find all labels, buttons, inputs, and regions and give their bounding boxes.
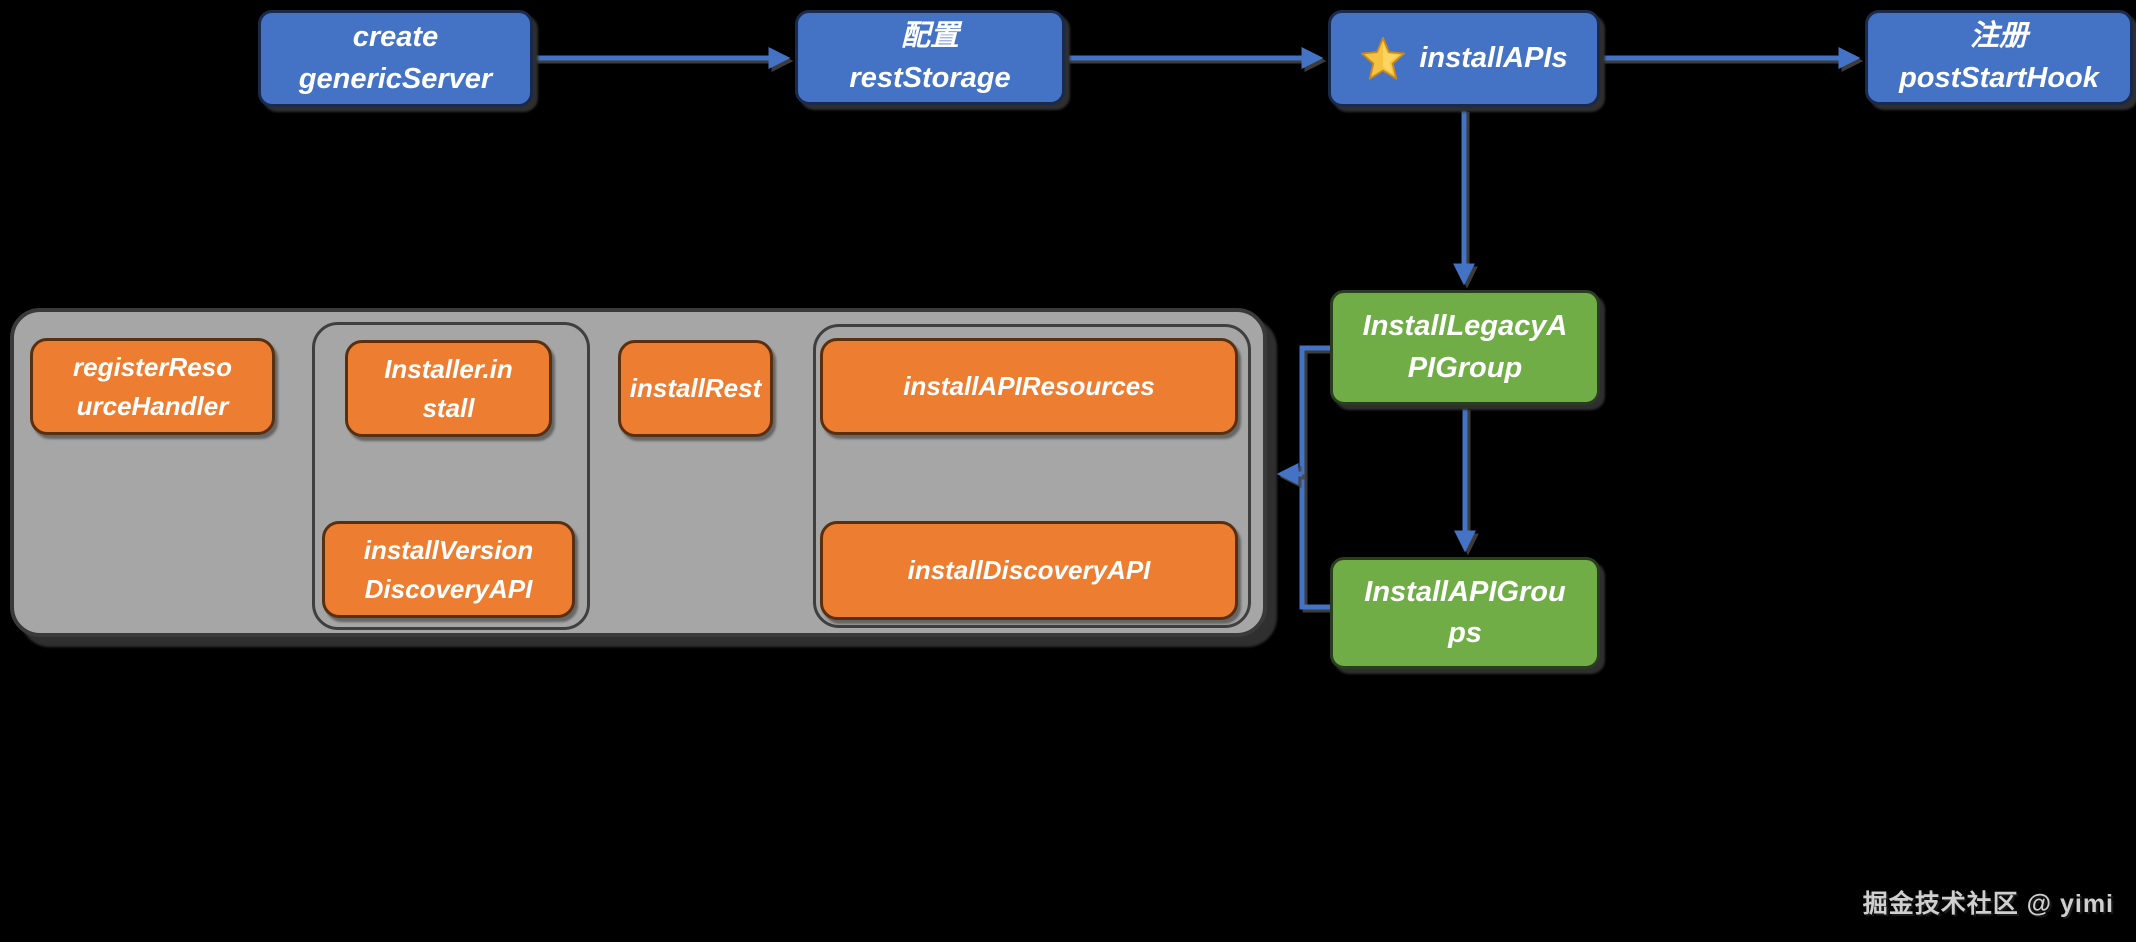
node-label: installAPIs xyxy=(1419,41,1568,74)
node-label: 注册 postStartHook xyxy=(1899,20,2099,94)
installer-sub-container xyxy=(312,322,590,630)
node-register-resource-handler: registerReso urceHandler xyxy=(30,338,275,435)
watermark: 掘金技术社区 @ yimi xyxy=(1862,890,2114,918)
node-label: Installer.in stall xyxy=(384,353,513,423)
node-label: InstallAPIGrou ps xyxy=(1364,575,1566,649)
bracket-green-nodes xyxy=(1299,345,1330,610)
node-label: registerReso urceHandler xyxy=(73,351,232,421)
node-label: installDiscoveryAPI xyxy=(907,555,1151,585)
node-label: installAPIResources xyxy=(903,371,1155,401)
star-icon xyxy=(1361,36,1406,80)
node-label: create genericServer xyxy=(298,21,493,95)
node-install-discovery-api: installDiscoveryAPI xyxy=(820,521,1238,620)
node-install-api-groups: InstallAPIGrou ps xyxy=(1330,557,1600,669)
node-install-api-resources: installAPIResources xyxy=(820,338,1238,435)
node-install-version-discovery-api: installVersion DiscoveryAPI xyxy=(322,521,575,618)
node-post-start-hook: 注册 postStartHook xyxy=(1865,10,2133,105)
node-label: installVersion DiscoveryAPI xyxy=(363,534,534,604)
node-install-legacy-api-group: InstallLegacyA PIGroup xyxy=(1330,290,1600,405)
node-label: InstallLegacyA PIGroup xyxy=(1362,310,1568,384)
node-install-apis: installAPIs xyxy=(1328,10,1600,107)
node-label: 配置 restStorage xyxy=(849,20,1011,94)
node-rest-storage: 配置 restStorage xyxy=(795,10,1065,105)
node-label: installRest xyxy=(629,373,762,403)
apiresources-sub-container xyxy=(813,324,1251,628)
node-create-generic-server: create genericServer xyxy=(258,10,533,107)
node-install-rest: installRest xyxy=(618,340,773,437)
node-installer-install: Installer.in stall xyxy=(345,340,552,437)
